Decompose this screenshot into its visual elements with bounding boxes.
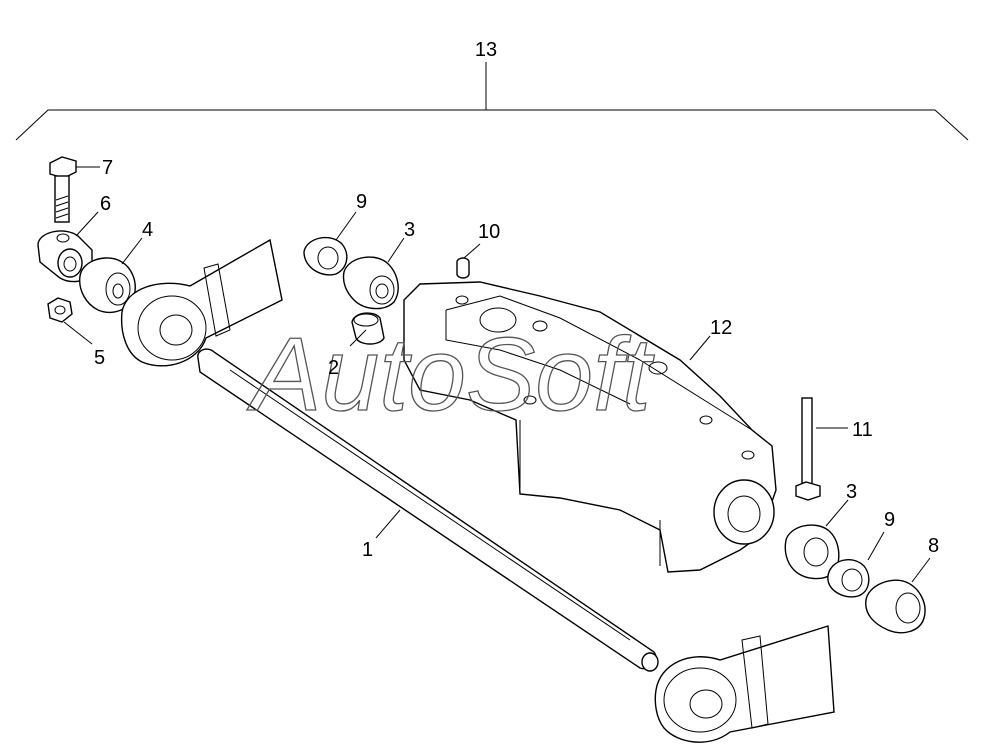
callout-3-lower: 3 — [846, 481, 857, 503]
callout-5: 5 — [94, 347, 105, 369]
assembly-bracket — [15, 62, 969, 141]
callout-2: 2 — [328, 357, 339, 379]
callout-12: 12 — [710, 317, 732, 339]
callout-11: 11 — [852, 419, 873, 441]
callout-4: 4 — [142, 219, 153, 241]
part-9-washer-upper — [303, 236, 348, 276]
part-8-end-bushing — [865, 579, 926, 634]
callout-1: 1 — [362, 539, 373, 561]
left-arm-eye — [120, 238, 283, 367]
part-7-bolt — [49, 156, 77, 223]
watermark: AutoSoft — [246, 317, 655, 433]
callout-8: 8 — [928, 535, 939, 557]
callout-9-lower: 9 — [884, 509, 895, 531]
part-3-bushing-upper — [342, 256, 399, 310]
part-5-nut — [47, 297, 73, 323]
callout-3-upper: 3 — [404, 219, 415, 241]
callout-6: 6 — [100, 193, 111, 215]
part-1-shaft — [197, 348, 659, 672]
callout-7: 7 — [102, 157, 113, 179]
part-11-long-bolt — [795, 397, 821, 501]
part-9-washer-lower — [827, 558, 870, 598]
callout-10: 10 — [478, 221, 500, 243]
part-12-housing — [403, 281, 777, 573]
part-10-pin — [456, 257, 470, 279]
callout-9-upper: 9 — [356, 191, 367, 213]
callouts: 13 7 6 4 5 9 3 10 2 12 11 3 9 8 1 — [94, 39, 939, 561]
callout-13: 13 — [475, 39, 497, 61]
part-6-spacer — [37, 230, 93, 283]
leader-lines — [63, 166, 931, 583]
right-arm-eye — [654, 625, 835, 743]
